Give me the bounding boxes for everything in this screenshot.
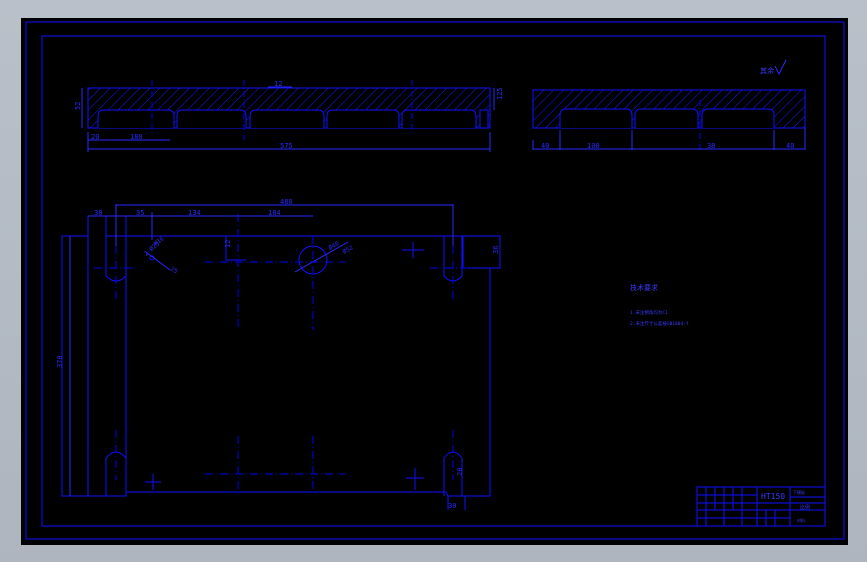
dim-30: 30 [94, 209, 102, 217]
title-part-no: HT150 [761, 492, 785, 501]
callout-hole-right: Ø40 [328, 240, 341, 252]
top-left-section-view: 12 52 125 20 180 575 [74, 80, 504, 152]
dim-575: 575 [280, 142, 293, 150]
notes-line-1: 1.未注倒角均为C1 [630, 309, 668, 316]
top-right-section-view: 40 100 38 40 [532, 89, 806, 150]
dim-20: 20 [91, 133, 99, 141]
dim-125: 125 [496, 87, 504, 100]
dim-12: 12 [224, 240, 232, 248]
dim-36: 36 [492, 246, 500, 254]
dim-184: 184 [268, 209, 281, 217]
callout-hole-right2: Ø52 [342, 244, 355, 256]
title-block: HT150 下模板 比例 材料 [696, 486, 826, 527]
notes-title: 技术要求 [630, 283, 658, 292]
dim-25: 25 [169, 266, 179, 276]
dim-40b: 40 [786, 142, 794, 150]
dim-370: 370 [56, 355, 64, 368]
dim-52: 52 [74, 102, 82, 110]
dim-20: 20 [456, 468, 464, 476]
dim-35: 35 [136, 209, 144, 217]
roughness-symbol: 其余 [760, 59, 787, 76]
dim-12: 12 [274, 80, 282, 88]
dim-180: 180 [130, 133, 143, 141]
dim-38: 38 [707, 142, 715, 150]
notes-line-2: 2.未注尺寸公差按GB1804-f [630, 320, 689, 327]
dim-134: 134 [188, 209, 201, 217]
technical-notes: 技术要求 1.未注倒角均为C1 2.未注尺寸公差按GB1804-f [630, 283, 689, 327]
dim-40: 40 [541, 142, 549, 150]
roughness-text: 其余 [760, 66, 774, 75]
outer-frame [25, 21, 845, 540]
dim-100: 100 [587, 142, 600, 150]
dim-30b: 30 [448, 502, 456, 510]
title-drawing-name: 下模板 [793, 489, 805, 495]
dim-480: 480 [280, 198, 293, 206]
title-scale: 比例 [800, 504, 810, 511]
inner-frame [41, 35, 826, 527]
title-company: 材料 [797, 517, 805, 523]
